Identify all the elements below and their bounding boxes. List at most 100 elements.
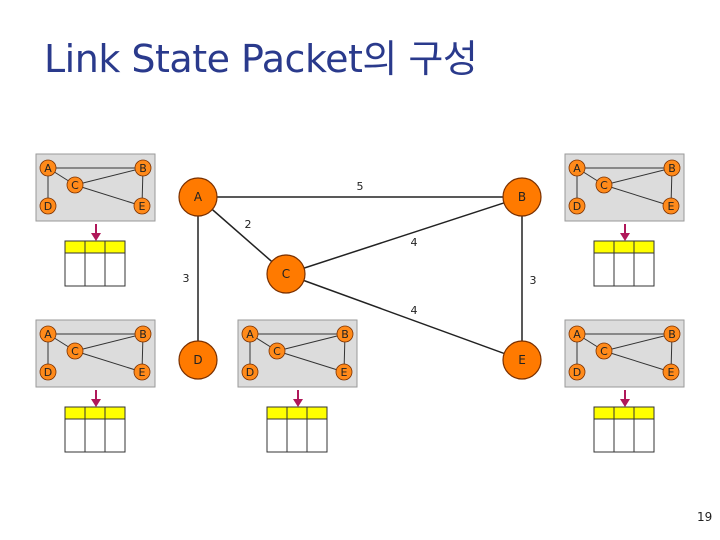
mini-node-label: A bbox=[573, 328, 581, 341]
mini-node-d: D bbox=[39, 363, 57, 381]
mini-edge bbox=[603, 184, 672, 207]
node-d: D bbox=[178, 340, 218, 380]
packet-body-cell bbox=[286, 418, 308, 453]
packet-header-cell bbox=[613, 240, 635, 254]
mini-node-label: B bbox=[139, 328, 147, 341]
node-label-a: A bbox=[194, 190, 203, 204]
arrow-head-icon bbox=[620, 233, 630, 241]
node-label-b: B bbox=[518, 190, 526, 204]
mini-node-label: E bbox=[668, 200, 675, 213]
edge-weight-b-e: 3 bbox=[530, 274, 537, 287]
mini-edge bbox=[603, 350, 672, 373]
node-a: A bbox=[178, 177, 218, 217]
link-state-packet-table bbox=[593, 406, 655, 453]
mini-node-label: D bbox=[44, 366, 52, 379]
packet-header-cell bbox=[306, 406, 328, 420]
mini-edge bbox=[74, 167, 144, 186]
mini-node-c: C bbox=[66, 176, 84, 194]
mini-node-b: B bbox=[663, 159, 681, 177]
mini-node-label: E bbox=[139, 366, 146, 379]
edge-c-e bbox=[285, 273, 523, 361]
page-number: 19 bbox=[697, 510, 713, 524]
edge-weight-a-b: 5 bbox=[357, 180, 364, 193]
mini-node-b: B bbox=[134, 325, 152, 343]
node-b: B bbox=[502, 177, 542, 217]
packet-header-cell bbox=[104, 240, 126, 254]
mini-node-d: D bbox=[39, 197, 57, 215]
mini-node-e: E bbox=[662, 197, 680, 215]
edge-weight-b-c: 4 bbox=[411, 236, 418, 249]
mini-node-label: B bbox=[668, 328, 676, 341]
packet-header-cell bbox=[64, 406, 86, 420]
mini-node-e: E bbox=[335, 363, 353, 381]
mini-node-label: E bbox=[139, 200, 146, 213]
packet-header-cell bbox=[266, 406, 288, 420]
packet-header-cell bbox=[84, 240, 106, 254]
packet-header-cell bbox=[593, 240, 615, 254]
packet-body-cell bbox=[84, 252, 106, 287]
packet-body-cell bbox=[104, 252, 126, 287]
packet-header-cell bbox=[286, 406, 308, 420]
packet-body-cell bbox=[306, 418, 328, 453]
mini-node-a: A bbox=[39, 159, 57, 177]
mini-node-label: C bbox=[71, 179, 79, 192]
packet-body-cell bbox=[266, 418, 288, 453]
mini-node-c: C bbox=[595, 342, 613, 360]
mini-node-b: B bbox=[134, 159, 152, 177]
mini-node-a: A bbox=[39, 325, 57, 343]
mini-node-label: D bbox=[246, 366, 254, 379]
mini-node-c: C bbox=[66, 342, 84, 360]
mini-node-b: B bbox=[663, 325, 681, 343]
node-label-d: D bbox=[193, 353, 202, 367]
packet-body-cell bbox=[84, 418, 106, 453]
mini-edge bbox=[74, 184, 143, 207]
link-state-packet-table bbox=[64, 240, 126, 287]
link-state-packet-table bbox=[266, 406, 328, 453]
arrow-head-icon bbox=[620, 399, 630, 407]
packet-body-cell bbox=[613, 252, 635, 287]
packet-body-cell bbox=[613, 418, 635, 453]
mini-node-e: E bbox=[133, 363, 151, 381]
mini-node-c: C bbox=[595, 176, 613, 194]
mini-node-e: E bbox=[133, 197, 151, 215]
packet-header-cell bbox=[633, 240, 655, 254]
mini-node-a: A bbox=[568, 325, 586, 343]
arrow-head-icon bbox=[91, 399, 101, 407]
edge-weight-a-c: 2 bbox=[245, 218, 252, 231]
node-e: E bbox=[502, 340, 542, 380]
packet-header-cell bbox=[64, 240, 86, 254]
mini-node-label: B bbox=[341, 328, 349, 341]
packet-panels: A B C D E A B C D E A B C D E A B C D E A B C D E bbox=[35, 153, 685, 453]
mini-node-label: A bbox=[573, 162, 581, 175]
network-edges bbox=[197, 196, 523, 361]
mini-node-c: C bbox=[268, 342, 286, 360]
edge-weight-a-d: 3 bbox=[183, 272, 190, 285]
mini-node-e: E bbox=[662, 363, 680, 381]
mini-node-label: B bbox=[668, 162, 676, 175]
packet-header-cell bbox=[84, 406, 106, 420]
packet-body-cell bbox=[104, 418, 126, 453]
mini-node-label: C bbox=[71, 345, 79, 358]
packet-body-cell bbox=[633, 418, 655, 453]
mini-node-label: D bbox=[573, 366, 581, 379]
mini-node-label: C bbox=[600, 179, 608, 192]
packet-header-cell bbox=[593, 406, 615, 420]
mini-node-label: D bbox=[573, 200, 581, 213]
mini-node-d: D bbox=[568, 197, 586, 215]
packet-panel-bottom-left: A B C D E bbox=[35, 319, 156, 453]
mini-node-label: E bbox=[668, 366, 675, 379]
mini-node-b: B bbox=[336, 325, 354, 343]
link-state-packet-table bbox=[593, 240, 655, 287]
packet-header-cell bbox=[104, 406, 126, 420]
mini-node-label: C bbox=[600, 345, 608, 358]
arrow-head-icon bbox=[91, 233, 101, 241]
packet-body-cell bbox=[593, 252, 615, 287]
mini-edge bbox=[603, 333, 673, 352]
packet-panel-top-right: A B C D E bbox=[564, 153, 685, 287]
mini-node-d: D bbox=[568, 363, 586, 381]
mini-edge bbox=[276, 333, 346, 352]
packet-body-cell bbox=[633, 252, 655, 287]
